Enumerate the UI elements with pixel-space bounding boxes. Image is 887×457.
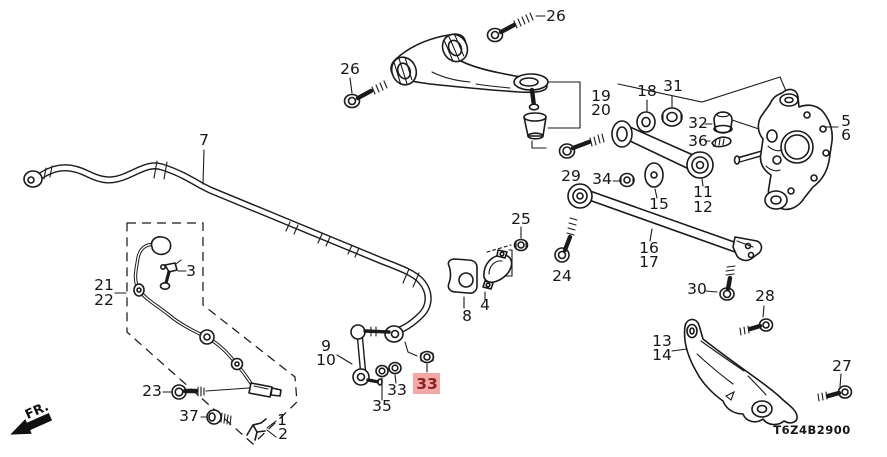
callout-23: 23	[142, 382, 162, 400]
cap-nut-32	[704, 111, 733, 134]
callout-36: 36	[688, 132, 708, 150]
clip-1-2	[246, 418, 277, 441]
callout-7: 7	[199, 131, 209, 149]
callout-31: 31	[663, 77, 683, 95]
nut-31	[661, 95, 683, 127]
callout-30: 30	[687, 280, 707, 298]
callout-2: 2	[278, 425, 288, 443]
abs-sensor	[159, 259, 182, 290]
callout-16: 16	[639, 239, 659, 257]
callout-8: 8	[462, 307, 472, 325]
callout-14: 14	[652, 346, 672, 364]
stabilizer-link	[336, 324, 404, 386]
callout-33-highlighted: 33	[416, 375, 438, 393]
bolt-27	[817, 373, 853, 402]
callout-4: 4	[480, 296, 490, 314]
callout-11: 11	[693, 183, 713, 201]
callout-34: 34	[592, 170, 612, 188]
callout-22: 22	[94, 291, 114, 309]
nut-25	[513, 226, 529, 252]
callout-33: 33	[387, 381, 407, 399]
callout-1: 1	[277, 411, 287, 429]
bolt-30	[705, 265, 736, 301]
trailing-arm	[671, 318, 798, 426]
bolt-26-top	[486, 12, 546, 43]
stabilizer-bar	[23, 149, 432, 335]
callout-35: 35	[372, 397, 392, 415]
stabilizer-bushing-8	[447, 258, 478, 309]
callout-5: 5	[841, 112, 851, 130]
bolt-24	[554, 217, 578, 263]
callout-15: 15	[649, 195, 669, 213]
callout-9: 9	[321, 337, 331, 355]
fr-direction-arrow: FR.	[10, 399, 53, 435]
bolt-26-left	[343, 77, 388, 109]
callout-12: 12	[693, 198, 713, 216]
callout-24: 24	[552, 267, 572, 285]
clip-36	[704, 136, 732, 148]
callout-6: 6	[841, 126, 851, 144]
abs-harness-group	[114, 222, 298, 445]
callout-17: 17	[639, 253, 659, 271]
callout-18: 18	[637, 82, 657, 100]
rear-knuckle	[733, 88, 839, 211]
bolt-28	[739, 305, 774, 336]
diagram-code: T6Z4B2900	[773, 423, 850, 437]
nut-35	[375, 364, 389, 401]
nut-34	[612, 172, 635, 188]
washer-15	[644, 162, 664, 199]
callout-27: 27	[832, 357, 852, 375]
callout-25: 25	[511, 210, 531, 228]
bolt-37	[200, 409, 232, 426]
callout-37: 37	[179, 407, 199, 425]
upper-control-arm	[390, 33, 581, 149]
washer-18	[636, 99, 656, 133]
washer-33	[388, 361, 402, 384]
callout-26: 26	[546, 7, 566, 25]
callout-29: 29	[561, 167, 581, 185]
upper-lateral-rod	[611, 120, 714, 187]
nut-33-highlighted	[404, 341, 435, 373]
callout-13: 13	[652, 332, 672, 350]
knuckle-leader-line	[617, 76, 790, 103]
callout-28: 28	[755, 287, 775, 305]
bolt-23	[162, 384, 250, 400]
callout-26: 26	[340, 60, 360, 78]
callout-3: 3	[186, 262, 196, 280]
stabilizer-bracket-4	[482, 244, 513, 301]
callout-32: 32	[688, 114, 708, 132]
lower-lateral-rod	[567, 183, 763, 262]
callout-20: 20	[591, 101, 611, 119]
callout-19: 19	[591, 87, 611, 105]
bolt-29	[558, 133, 605, 159]
highlight-box	[413, 373, 440, 394]
callout-10: 10	[316, 351, 336, 369]
callout-21: 21	[94, 276, 114, 294]
